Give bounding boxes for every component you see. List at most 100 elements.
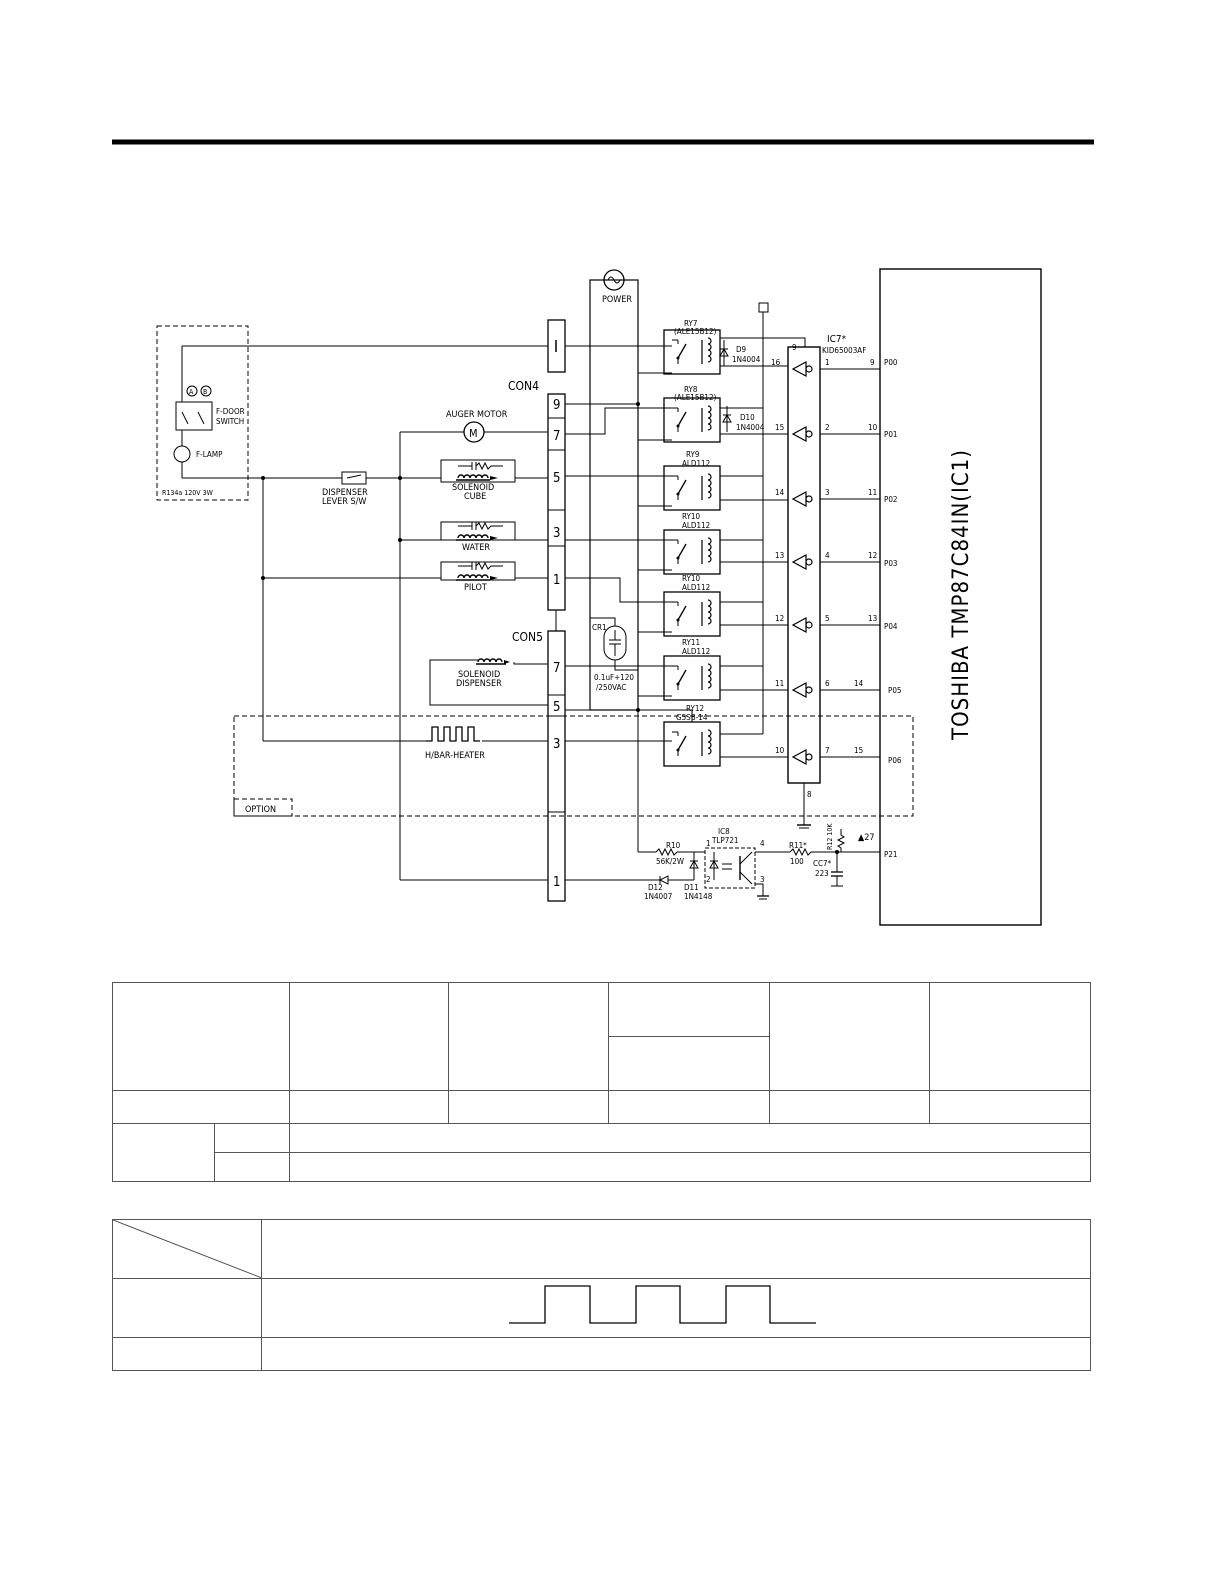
mcu-port: P04 xyxy=(884,622,898,631)
mcu-pin-num: 14 xyxy=(854,679,864,688)
r10-name: R10 xyxy=(666,841,681,850)
con4-label: CON4 xyxy=(508,379,539,393)
spec-cell xyxy=(769,1090,930,1124)
driver-in-pin: 2 xyxy=(825,423,830,432)
waveform-table xyxy=(112,1219,1091,1371)
driver-out-pin: 14 xyxy=(775,488,785,497)
driver-out-pin: 11 xyxy=(775,679,784,688)
diode-d9 xyxy=(719,340,729,366)
diode-d10-name: D10 xyxy=(740,413,755,422)
relay-ry10b-name: RY10 xyxy=(682,574,700,583)
ic7-pin-9: 9 xyxy=(792,343,797,352)
ic8-part: TLP721 xyxy=(711,836,738,845)
driver-out-pin: 16 xyxy=(771,358,781,367)
power-label: POWER xyxy=(602,295,632,305)
r11-value: 100 xyxy=(790,857,804,866)
spec-cell xyxy=(112,1090,290,1124)
spec-cell xyxy=(929,1090,1091,1124)
pin27-label: ▲27 xyxy=(858,833,875,843)
driver-in-pin: 7 xyxy=(825,746,830,755)
spec-cell xyxy=(769,982,930,1091)
mcu-pin-num: 12 xyxy=(868,551,877,560)
d12-name: D12 xyxy=(648,883,663,892)
ic8-pin: 2 xyxy=(706,875,711,884)
relay-ry7-name: RY7 xyxy=(684,319,697,328)
r10-value: 56K/2W xyxy=(656,857,684,866)
r12-label: R12 10K xyxy=(826,823,834,850)
spec-table xyxy=(112,982,1091,1182)
dispenser-lever-switch xyxy=(341,471,367,485)
r11-name: R11* xyxy=(789,841,807,850)
relay-ry9-name: RY9 xyxy=(686,450,700,459)
option-label: OPTION xyxy=(245,805,276,815)
heater-label: H/BAR-HEATER xyxy=(425,751,485,761)
solenoid-disp-label-1: SOLENOID xyxy=(458,670,500,680)
mcu-pin-num: 10 xyxy=(868,423,878,432)
power-bus xyxy=(589,279,639,711)
mcu-port: P05 xyxy=(888,686,902,695)
door-switch-region xyxy=(156,325,249,501)
driver-buffers xyxy=(792,361,813,765)
waveform-cell xyxy=(261,1219,1091,1279)
waveform-cell xyxy=(261,1278,1091,1338)
driver-in-pin: 1 xyxy=(825,358,830,367)
con4-pin: 1 xyxy=(553,573,560,588)
waveform-cell xyxy=(112,1337,262,1371)
con5-pin: 7 xyxy=(553,661,560,676)
diode-d10 xyxy=(722,406,732,432)
relay-ry12-name: RY12 xyxy=(686,704,704,713)
mcu-pin-num: 11 xyxy=(868,488,877,497)
relay-ry7 xyxy=(663,329,721,375)
motor-symbol: M xyxy=(469,427,478,440)
mcu-port: P03 xyxy=(884,559,898,568)
relay-ry10a-part: ALD112 xyxy=(682,521,710,530)
door-switch-label-1: F-DOOR xyxy=(216,407,245,416)
relay-ry9-part: ALD112 xyxy=(682,459,710,468)
relay-ry10a xyxy=(663,529,721,575)
pulse-waveform xyxy=(509,1285,816,1324)
driver-in-pin: 6 xyxy=(825,679,830,688)
vcc-terminal xyxy=(758,302,769,313)
solenoid-disp-label-2: DISPENSER xyxy=(456,679,502,689)
driver-out-pin: 12 xyxy=(775,614,784,623)
optocoupler-ic8 xyxy=(704,847,756,889)
diode-d10-part: 1N4004 xyxy=(736,423,765,432)
d12-part: 1N4007 xyxy=(644,892,672,901)
cr1-value-2: /250VAC xyxy=(596,683,626,692)
waveform-cell xyxy=(261,1337,1091,1371)
cr1-snubber xyxy=(590,617,638,671)
pilot-label: PILOT xyxy=(464,583,487,593)
con4-pin: 3 xyxy=(553,526,560,541)
cc7-name: CC7* xyxy=(813,859,832,868)
spec-cell xyxy=(608,1036,770,1091)
dispenser-lever-label-2: LEVER S/W xyxy=(322,497,366,507)
mcu-pin-num: 9 xyxy=(870,358,875,367)
f-lamp-icon xyxy=(173,445,191,463)
solenoid-dispenser-icon xyxy=(462,658,510,665)
mcu-pin-num: 15 xyxy=(854,746,863,755)
relay-ry10a-name: RY10 xyxy=(682,512,700,521)
spec-cell xyxy=(608,982,770,1037)
diode-d9-part: 1N4004 xyxy=(732,355,761,364)
cr1-value-1: 0.1uF+120 xyxy=(594,673,634,682)
con5-pin: 3 xyxy=(553,737,560,752)
con4-pin: 9 xyxy=(553,398,560,413)
door-switch-b: B xyxy=(203,388,207,396)
ic7-label: IC7* xyxy=(827,334,847,345)
con5-pin: 5 xyxy=(553,700,560,715)
relay-ry11 xyxy=(663,655,721,701)
diagonal-divider xyxy=(113,1220,262,1278)
circuit-schematic: TOSHIBA TMP87C84IN(IC1) IC7* KID65003AF … xyxy=(112,139,1094,926)
diode-d11 xyxy=(689,852,699,880)
option-region xyxy=(233,715,914,817)
solenoid-cube-label-2: CUBE xyxy=(464,492,486,502)
waveform-corner-cell xyxy=(112,1219,262,1279)
con5-label: CON5 xyxy=(512,630,543,644)
spec-cell xyxy=(214,1152,290,1182)
heater-icon xyxy=(426,726,480,742)
waveform-cell xyxy=(112,1278,262,1338)
resistor-r11 xyxy=(789,847,812,857)
spec-cell xyxy=(929,982,1091,1091)
ic8-pin: 3 xyxy=(760,875,765,884)
door-switch-a: A xyxy=(189,388,194,396)
